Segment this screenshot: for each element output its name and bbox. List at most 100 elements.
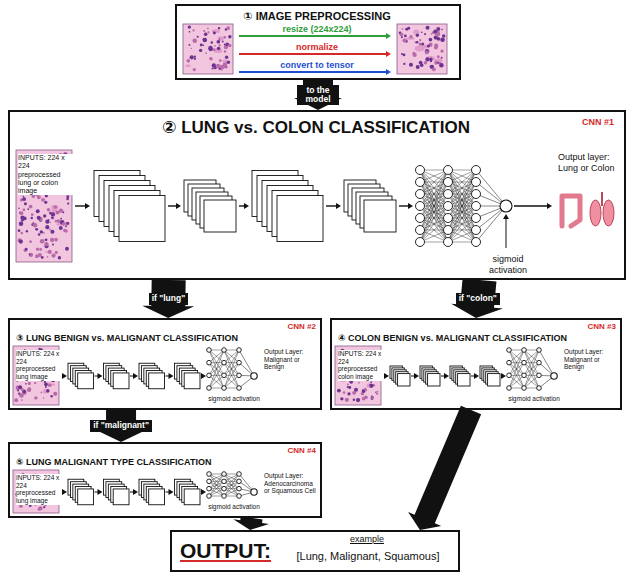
- cell-nucleus: [65, 247, 69, 251]
- cell-nucleus: [45, 225, 49, 229]
- cell-nucleus: [43, 506, 45, 508]
- block-arrow: [233, 517, 269, 530]
- cell-nucleus: [40, 230, 43, 233]
- cell-nucleus: [192, 38, 197, 43]
- arrow-head: [169, 373, 174, 379]
- output-note: Output Layer: Malignant or Benign: [564, 348, 618, 371]
- neuron: [237, 348, 242, 353]
- activation-note: sigmoid activation: [504, 395, 564, 403]
- section-heading: ⑤ LUNG MALIGNANT TYPE CLASSIFICATION: [16, 457, 316, 468]
- flow-arrow: [399, 203, 413, 209]
- cell-nucleus: [189, 31, 191, 33]
- cell-nucleus: [354, 388, 358, 392]
- cell-nucleus: [19, 211, 23, 215]
- cell-nucleus: [216, 64, 220, 68]
- cell-nucleus: [45, 220, 49, 224]
- feature-map: [149, 489, 165, 505]
- cell-nucleus: [37, 195, 41, 199]
- cell-nucleus: [420, 63, 424, 67]
- network-link: [524, 350, 539, 388]
- cell-nucleus: [403, 63, 405, 65]
- neuron: [237, 360, 242, 365]
- network-link: [448, 170, 476, 206]
- feature-map: [78, 489, 94, 505]
- output-neuron: [551, 373, 557, 379]
- cell-nucleus: [402, 28, 404, 30]
- neuron: [507, 373, 512, 378]
- arrow-head: [336, 203, 341, 209]
- cell-nucleus: [45, 386, 47, 388]
- arrow-head: [85, 203, 90, 209]
- cell-nucleus: [225, 56, 228, 59]
- neuron: [237, 494, 242, 499]
- cell-nucleus: [199, 49, 202, 52]
- feature-map-stack: [252, 171, 323, 242]
- neuron: [444, 238, 453, 247]
- neuron: [522, 360, 527, 365]
- neuron: [207, 472, 212, 477]
- cell-nucleus: [216, 40, 220, 44]
- cell-nucleus: [38, 506, 42, 510]
- network-link: [224, 350, 239, 363]
- cell-nucleus: [403, 54, 406, 57]
- feature-map-stack: [450, 366, 470, 386]
- network-link: [420, 170, 448, 206]
- histology-image: [183, 24, 233, 74]
- feature-map: [149, 373, 165, 389]
- flow-arrow: [411, 373, 419, 379]
- flow-arrow: [201, 373, 206, 379]
- network-link: [224, 350, 239, 388]
- cell-nucleus: [200, 43, 203, 46]
- arrow-shaft: [168, 205, 177, 206]
- cell-nucleus: [47, 389, 49, 391]
- cell-nucleus: [186, 59, 190, 63]
- cell-nucleus: [62, 222, 66, 226]
- flow-arrow: [75, 203, 90, 209]
- arrow-head: [62, 373, 67, 379]
- flow-arrow: [130, 489, 138, 495]
- model-tag: CNN #3: [570, 322, 616, 331]
- cell-nucleus: [37, 216, 41, 220]
- network-link: [509, 350, 524, 388]
- cell-nucleus: [371, 396, 374, 399]
- neuron: [416, 214, 425, 223]
- cell-nucleus: [25, 383, 27, 385]
- feature-map: [113, 373, 129, 389]
- network-link: [420, 182, 448, 242]
- activation-note: sigmoid activation: [204, 395, 264, 403]
- cell-nucleus: [203, 38, 206, 41]
- cell-nucleus: [14, 398, 18, 402]
- cell-nucleus: [440, 49, 443, 52]
- cell-nucleus: [337, 389, 341, 393]
- arrow-head: [133, 373, 138, 379]
- neuron: [472, 190, 481, 199]
- feature-map: [277, 196, 323, 242]
- cell-nucleus: [41, 198, 45, 202]
- cell-nucleus: [22, 197, 26, 201]
- cell-nucleus: [50, 230, 54, 234]
- cell-nucleus: [24, 248, 28, 252]
- cell-nucleus: [33, 223, 37, 227]
- cell-nucleus: [188, 25, 191, 28]
- cell-nucleus: [54, 238, 58, 242]
- network-link: [448, 206, 476, 242]
- feature-map: [488, 374, 500, 386]
- cell-nucleus: [188, 44, 190, 46]
- neuron: [416, 226, 425, 235]
- cell-nucleus: [28, 382, 31, 385]
- flow-arrow: [95, 489, 103, 495]
- cell-nucleus: [442, 34, 445, 37]
- neuron: [222, 494, 227, 499]
- arrow-head: [244, 203, 249, 209]
- neuron: [416, 190, 425, 199]
- edge-label: to the model: [297, 85, 339, 106]
- section-heading: ④ COLON BENIGN vs. MALIGNANT CLASSIFICAT…: [338, 333, 616, 344]
- feature-map-stack: [344, 180, 396, 232]
- neuron: [444, 226, 453, 235]
- feature-map-stack: [139, 363, 165, 389]
- network-link: [209, 350, 224, 363]
- cell-nucleus: [340, 397, 343, 400]
- network-link: [224, 474, 239, 496]
- input-note: INPUTS: 224 x 224 preprocessed colon ima…: [338, 350, 384, 381]
- stage-box: ③ LUNG BENIGN vs. MALIGNANT CLASSIFICATI…: [8, 318, 322, 410]
